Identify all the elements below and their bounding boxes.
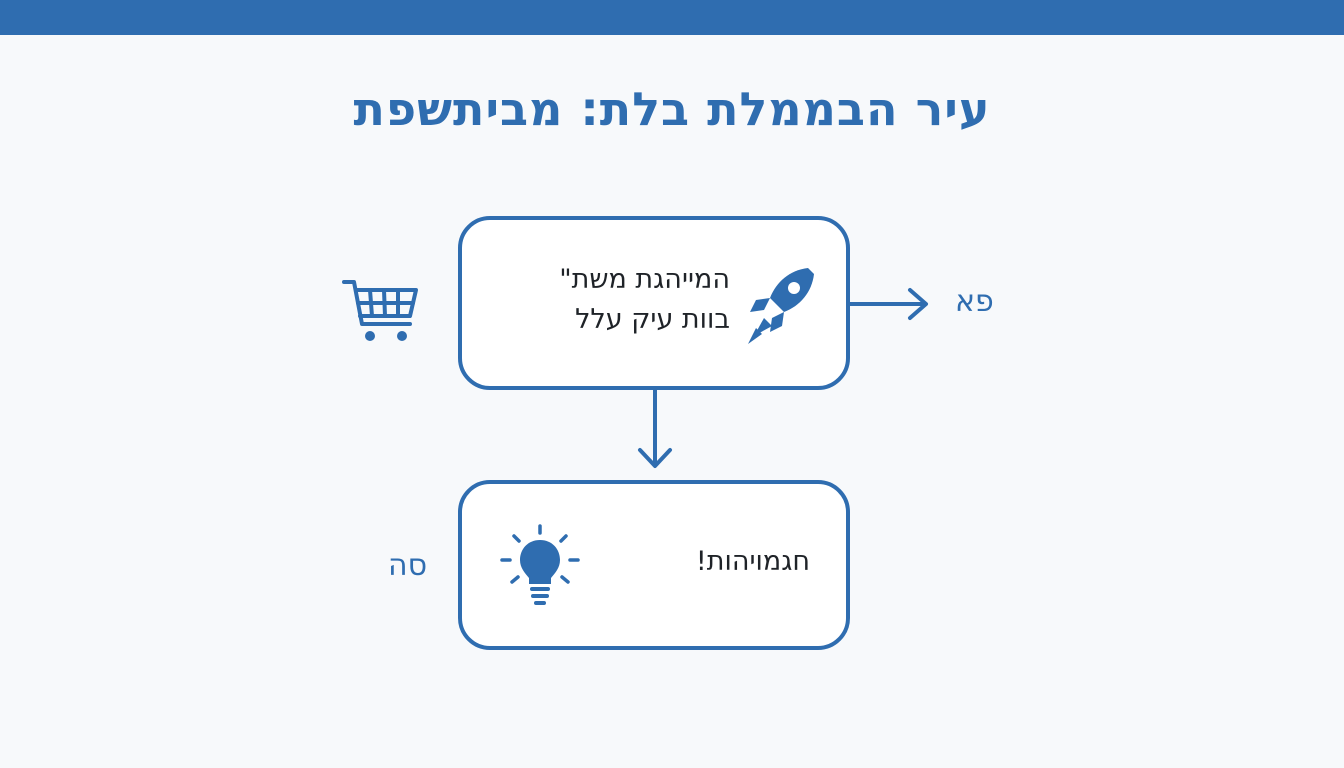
- shopping-cart-icon: [342, 280, 418, 341]
- top-step-line-1: המייהגת משת": [559, 264, 730, 295]
- top-step-line-2: בוות עיק עלל: [575, 304, 730, 335]
- right-side-label: פא: [955, 284, 994, 319]
- top-step-box: המייהגת משת" בוות עיק עלל: [458, 216, 850, 390]
- lightbulb-icon: [500, 524, 580, 605]
- diagram-title: עיר הבממלת בלת: מביתשפת: [353, 82, 991, 136]
- bottom-step-box: חגמויהות!: [458, 480, 850, 650]
- top-step-text: המייהגת משת" בוות עיק עלל: [559, 260, 730, 340]
- left-side-label: סה: [388, 548, 428, 583]
- bottom-step-text: חגמויהות!: [695, 546, 810, 577]
- rocket-icon: [748, 268, 814, 344]
- connector-right-arrowhead: [908, 288, 928, 320]
- connector-down-arrowhead: [638, 448, 672, 468]
- top-accent-bar: [0, 0, 1344, 35]
